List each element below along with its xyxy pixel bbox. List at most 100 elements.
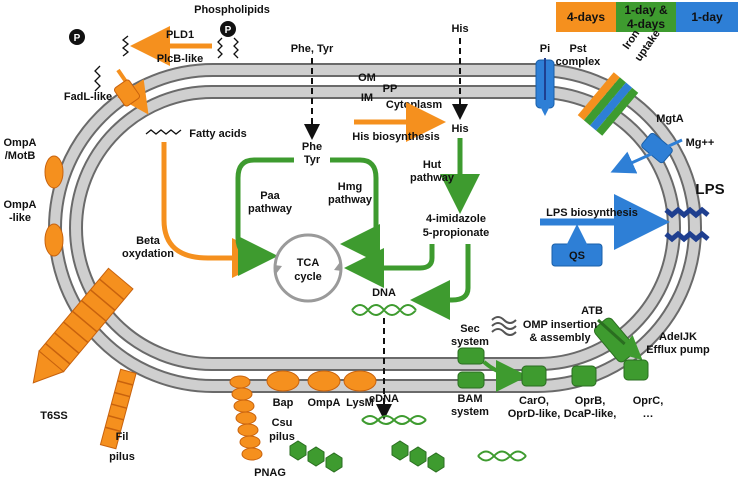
pi-label: Pi: [540, 43, 550, 55]
pld1-label: PLD1: [166, 29, 194, 41]
hut-label-2: pathway: [410, 172, 455, 184]
cell-envelope: [48, 63, 702, 393]
beta-oxidation-pathway: Beta oxydation: [122, 142, 272, 278]
csu-subunit-icon: [239, 435, 261, 449]
om-label: OM: [358, 72, 376, 84]
fadl-transporter: FadL-like Fatty acids: [64, 68, 247, 140]
ompa-protein: [307, 370, 341, 392]
tca-label-1: TCA: [297, 257, 320, 269]
oprb-porin-icon: [571, 365, 597, 387]
bap-label: Bap: [273, 397, 294, 409]
fil-pilus: Fil pilus: [99, 368, 137, 463]
t6ss-tip-icon: [32, 350, 65, 384]
beta-label-1: Beta: [136, 235, 161, 247]
mg-label: Mg++: [686, 137, 715, 149]
csu-subunit-icon: [235, 411, 257, 425]
iron-channel-green-icon: [583, 77, 626, 126]
tca-label-2: cycle: [294, 271, 322, 283]
paa-pathway-arrow: [235, 157, 294, 276]
legend-both-swatch: [616, 2, 676, 32]
ompa-like-label-1: OmpA: [4, 199, 37, 211]
his-top-label: His: [451, 23, 468, 35]
surface-proteins: Bap OmpA LysM: [266, 370, 377, 409]
omp-insertion-label-1: OMP insertion: [523, 319, 598, 331]
omp-insertion-label-2: & assembly: [529, 332, 591, 344]
ompa-motb-label-1: OmpA: [4, 137, 37, 149]
adeijk-label-1: AdeIJK: [659, 331, 697, 343]
fil-label-2: pilus: [109, 451, 135, 463]
caro-label-2: OprD-like,: [508, 408, 561, 420]
lysm-label: LysM: [346, 397, 374, 409]
bam-channel-icon: [457, 371, 485, 389]
pst-label-1: Pst: [569, 43, 586, 55]
oprb-label-1: OprB,: [575, 395, 606, 407]
legend-4days-label: 4-days: [567, 10, 605, 24]
bam-label-1: BAM: [457, 393, 482, 405]
beta-oxidation-arrow: [161, 142, 272, 278]
pst-complex: Pi Pst complex: [535, 43, 602, 116]
t6ss-stripes-icon: [44, 278, 125, 365]
mgta-transporter: MgtA Mg++: [610, 113, 715, 174]
caro-porin-icon: [521, 365, 547, 387]
hmg-label-1: Hmg: [338, 181, 362, 193]
legend-4days-swatch: [556, 2, 616, 32]
legend-both-label-1: 1-day &: [624, 3, 668, 17]
phe-tyr-pathway: Phe, Tyr Phe Tyr Paa pathway Hmg pathway: [235, 43, 380, 276]
ompa-like-label-2: -like: [9, 212, 31, 224]
dna-helix-icon: [351, 304, 417, 316]
csu-pilus: Csu pilus: [229, 375, 295, 461]
qs-label: QS: [569, 250, 585, 262]
cytoplasm-label: Cytoplasm: [386, 99, 442, 111]
csu-subunit-icon: [231, 387, 253, 401]
csu-subunit-icon: [229, 375, 251, 389]
ompa-left-proteins: OmpA /MotB OmpA -like: [4, 137, 64, 257]
iron-channel-orange-icon: [577, 72, 620, 121]
adeijk-label-2: Efflux pump: [646, 344, 710, 356]
phosphate-marker-right: P: [225, 25, 232, 36]
lps-biosynthesis-label: LPS biosynthesis: [546, 207, 638, 219]
phosphate-marker-left: P: [74, 33, 81, 44]
omp-assembly-arrow: [482, 359, 528, 392]
paa-label-1: Paa: [260, 190, 280, 202]
bap-protein: [266, 370, 300, 392]
csu-subunit-icon: [233, 399, 255, 413]
his-biosynthesis-label: His biosynthesis: [352, 131, 439, 143]
fatty-acid-chain-icon: [145, 129, 182, 135]
caro-label-1: CarO,: [519, 395, 549, 407]
mg-import-arrow: [610, 138, 683, 174]
phospholipid-region: Phospholipids P PLD1 PlcB-like P: [69, 4, 270, 92]
his-inner-label: His: [451, 123, 468, 135]
phospholipid-tail-icon: [217, 37, 239, 59]
phosphate-icon: [220, 21, 236, 37]
sec-label-2: system: [451, 336, 489, 348]
pp-label: PP: [383, 83, 398, 95]
hmg-label-2: pathway: [328, 194, 373, 206]
his-pathway: His His biosynthesis His Hut pathway 4-i…: [344, 23, 490, 320]
fadl-label: FadL-like: [64, 91, 112, 103]
lysm-protein: [343, 370, 377, 392]
adeijk-efflux: ATB AdeIJK Efflux pump: [581, 305, 710, 363]
imidazole-label-2: 5-propionate: [423, 227, 490, 239]
dna-region: DNA eDNA: [351, 287, 427, 425]
oprc-label-1: OprC,: [633, 395, 664, 407]
atb-label: ATB: [581, 305, 603, 317]
imidazole-label-1: 4-imidazole: [426, 213, 486, 225]
ompa-motb-protein: [44, 155, 64, 189]
legend-1day-swatch: [676, 2, 738, 32]
pnag-hexagons-icon: [289, 440, 343, 473]
tyr-label: Tyr: [304, 154, 321, 166]
atb-efflux-arrow: [596, 318, 643, 361]
iron-channel-green2-icon: [596, 87, 639, 136]
legend: 4-days 1-day & 4-days 1-day: [556, 2, 738, 32]
ompa-motb-label-2: /MotB: [5, 150, 36, 162]
csu-label-1: Csu: [272, 417, 293, 429]
csu-subunit-icon: [237, 423, 259, 437]
fil-pilus-stripes-icon: [104, 380, 134, 433]
csu-label-2: pilus: [269, 431, 295, 443]
sec-label-1: Sec: [460, 323, 480, 335]
pst-label-2: complex: [556, 56, 602, 68]
fadl-channel-icon: [113, 79, 141, 107]
sec-bam-system: Sec system OMP insertion & assembly BAM …: [451, 316, 664, 420]
lps-region: LPS LPS biosynthesis QS: [540, 181, 725, 267]
